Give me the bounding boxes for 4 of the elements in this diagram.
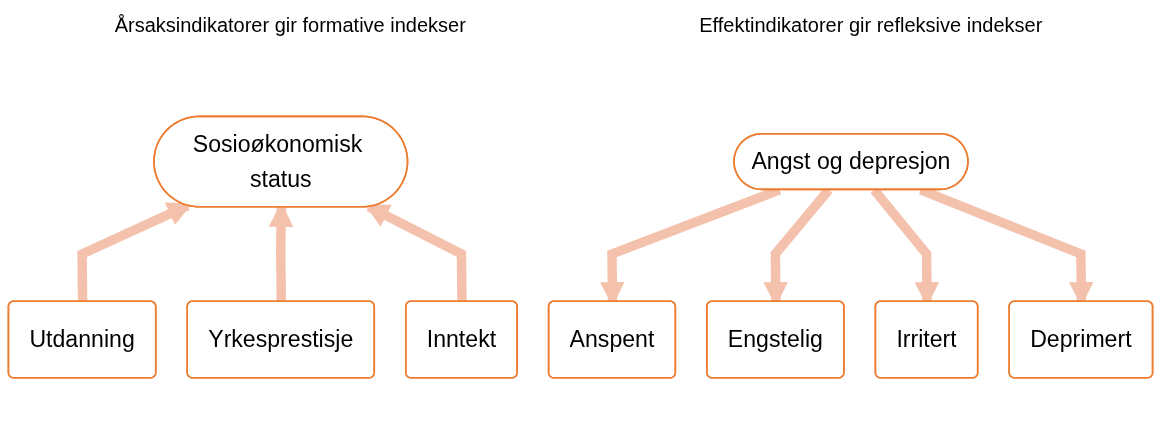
heading: Effektindikatorer gir refleksive indekser: [698, 13, 1044, 38]
heading: Årsaksindikatorer gir formative indekser: [113, 13, 467, 38]
arrow: [77, 201, 193, 303]
arrow: [364, 203, 467, 303]
